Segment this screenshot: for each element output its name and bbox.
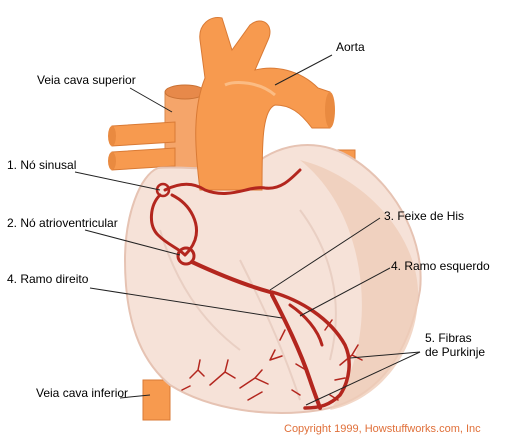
label-no-atrioventricular: 2. Nó atrioventricular [7, 216, 118, 230]
pulmonary-artery-left-upper-end [108, 126, 116, 146]
aorta-branch-end [325, 92, 335, 128]
label-fibras-line1: 5. Fibras [425, 331, 472, 345]
inferior-vena-cava [143, 380, 170, 420]
copyright-notice: Copyright 1999, Howstuffworks.com, Inc [284, 423, 481, 435]
pulmonary-artery-left-lower-end [108, 152, 116, 170]
label-veia-cava-superior: Veia cava superior [37, 73, 136, 87]
label-aorta: Aorta [336, 40, 365, 54]
label-ramo-esquerdo: 4. Ramo esquerdo [391, 259, 490, 273]
label-veia-cava-inferior: Veia cava inferior [36, 386, 128, 400]
pulmonary-artery-left-upper [112, 122, 175, 146]
label-no-sinusal: 1. Nó sinusal [7, 158, 76, 172]
label-feixe-de-his: 3. Feixe de His [384, 209, 464, 223]
label-ramo-direito: 4. Ramo direito [7, 272, 88, 286]
label-fibras-line2: de Purkinje [425, 345, 485, 359]
